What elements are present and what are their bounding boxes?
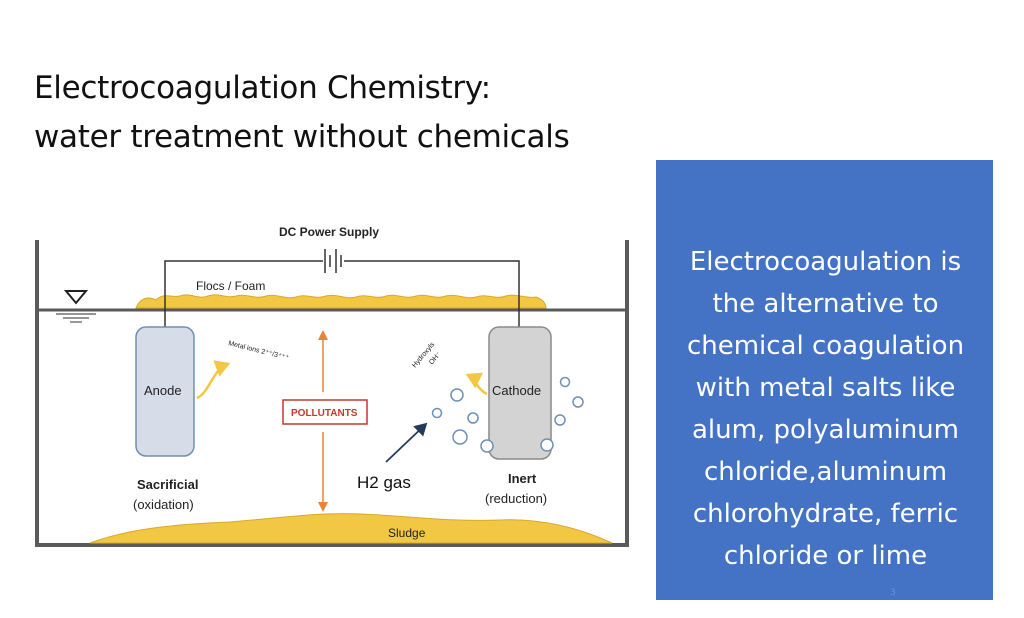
sludge-label: Sludge	[388, 526, 426, 540]
hydroxyls-formula: OH⁻	[428, 351, 443, 367]
sludge-layer	[89, 513, 613, 544]
title-line-1: Electrocoagulation Chemistry:	[34, 70, 491, 106]
hydroxyls-arrow	[465, 372, 488, 396]
metal-ions-arrow	[196, 360, 231, 400]
power-supply-label: DC Power Supply	[279, 225, 379, 239]
oxidation-label: (oxidation)	[133, 497, 194, 512]
cathode-electrode	[488, 326, 552, 460]
flocs-label: Flocs / Foam	[196, 279, 265, 293]
cathode-label: Cathode	[492, 383, 541, 398]
h2-gas-arrow	[385, 422, 428, 463]
power-supply-circuit	[164, 249, 520, 328]
title-line-2: water treatment without chemicals	[34, 119, 570, 155]
slide-number: 3	[890, 588, 896, 598]
anode-electrode	[135, 326, 195, 457]
inert-label: Inert	[508, 471, 537, 486]
anode-label: Anode	[144, 383, 182, 398]
metal-ions-label: Metal ions 2⁺⁺/3⁺⁺⁺	[228, 340, 290, 362]
sacrificial-label: Sacrificial	[137, 477, 198, 492]
flocs-foam-layer	[135, 294, 547, 309]
h2-gas-label: H2 gas	[357, 473, 411, 492]
pollutants-arrow	[318, 330, 328, 512]
slide-title: Electrocoagulation Chemistry: water trea…	[34, 64, 634, 162]
water-level-icon	[56, 290, 96, 323]
pollutants-label: POLLUTANTS	[291, 408, 358, 419]
callout-box: Electrocoagulation is the alternative to…	[656, 160, 993, 600]
callout-text: Electrocoagulation is the alternative to…	[686, 247, 965, 571]
pollutants-box	[282, 399, 368, 425]
tank	[35, 240, 629, 547]
gas-bubbles	[431, 376, 584, 453]
reduction-label: (reduction)	[485, 491, 547, 506]
